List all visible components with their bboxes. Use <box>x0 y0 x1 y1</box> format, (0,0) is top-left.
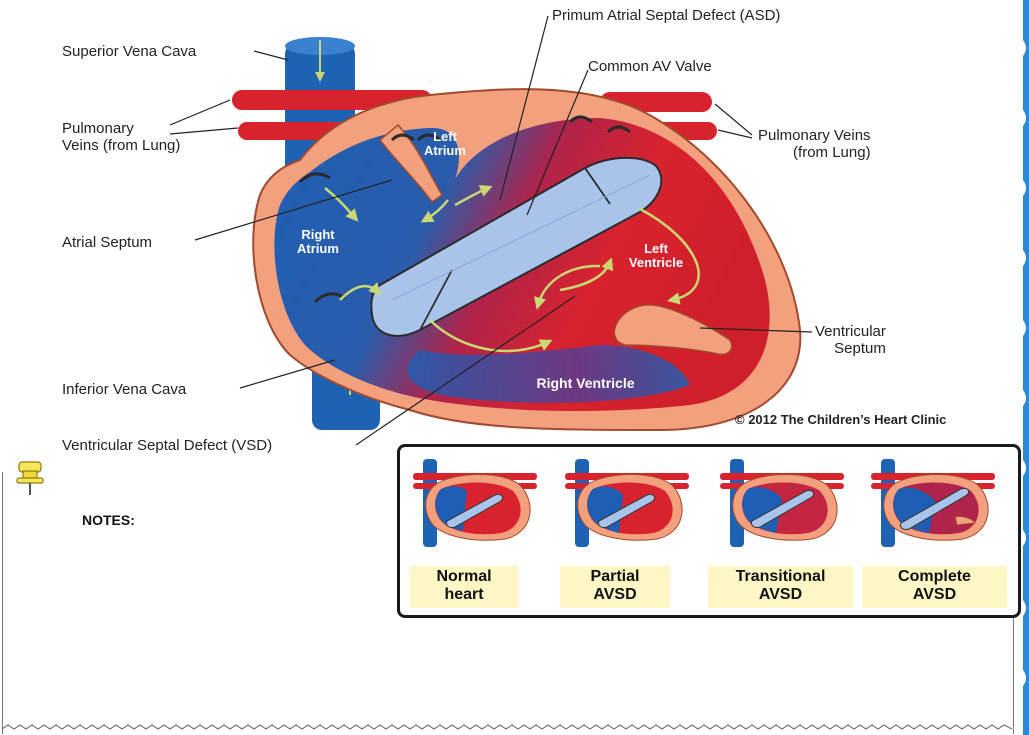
label-primum-asd: Primum Atrial Septal Defect (ASD) <box>552 7 780 24</box>
chamber-left-ventricle: Left Ventricle <box>620 242 692 270</box>
label-superior-vena-cava: Superior Vena Cava <box>62 43 196 60</box>
heart-diagram <box>0 0 1020 470</box>
thumb-transitional-avsd <box>712 455 852 551</box>
label-atrial-septum: Atrial Septum <box>62 234 152 251</box>
copyright-text: © 2012 The Children’s Heart Clinic <box>735 412 946 427</box>
caption-normal-heart: Normal heart <box>410 566 518 608</box>
chamber-right-ventricle: Right Ventricle <box>508 376 663 390</box>
label-ventricular-septum: Ventricular Septum <box>815 323 886 357</box>
caption-complete-avsd: Complete AVSD <box>862 566 1007 608</box>
torn-edge <box>0 724 1015 735</box>
caption-partial-avsd: Partial AVSD <box>560 566 670 608</box>
thumb-complete-avsd <box>863 455 1003 551</box>
chamber-left-atrium: Left Atrium <box>420 130 470 158</box>
label-pulmonary-veins-right: Pulmonary Veins (from Lung) <box>758 127 871 161</box>
caption-transitional-avsd: Transitional AVSD <box>708 566 853 608</box>
thumb-normal-heart <box>405 455 545 551</box>
label-common-av-valve: Common AV Valve <box>588 58 712 75</box>
label-vsd: Ventricular Septal Defect (VSD) <box>62 437 272 454</box>
label-pulmonary-veins-left: Pulmonary Veins (from Lung) <box>62 120 180 154</box>
label-inferior-vena-cava: Inferior Vena Cava <box>62 381 186 398</box>
chamber-right-atrium: Right Atrium <box>288 228 348 256</box>
notes-title: NOTES: <box>82 512 135 528</box>
binder-rail <box>1019 0 1029 735</box>
thumb-partial-avsd <box>557 455 697 551</box>
